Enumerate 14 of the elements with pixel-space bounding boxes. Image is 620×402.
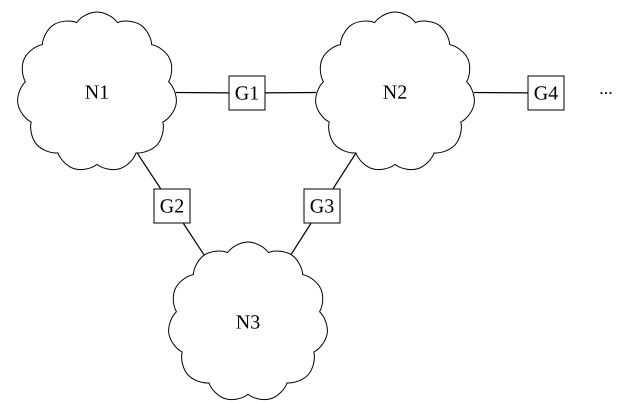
gateway-box: G3 xyxy=(304,188,340,224)
connector-line xyxy=(176,92,228,94)
network-cloud: N3 xyxy=(168,242,328,400)
connector-line xyxy=(182,223,204,255)
connector-line xyxy=(474,92,528,94)
connector-line xyxy=(290,223,312,254)
gateway-box: G1 xyxy=(228,76,266,110)
ellipsis: ... xyxy=(600,92,612,94)
network-cloud: N2 xyxy=(315,12,475,170)
gateway-box: G4 xyxy=(528,76,564,110)
gateway-box: G2 xyxy=(154,188,190,224)
connector-line xyxy=(266,92,316,94)
connector-line xyxy=(136,153,162,189)
network-cloud: N1 xyxy=(17,12,177,170)
